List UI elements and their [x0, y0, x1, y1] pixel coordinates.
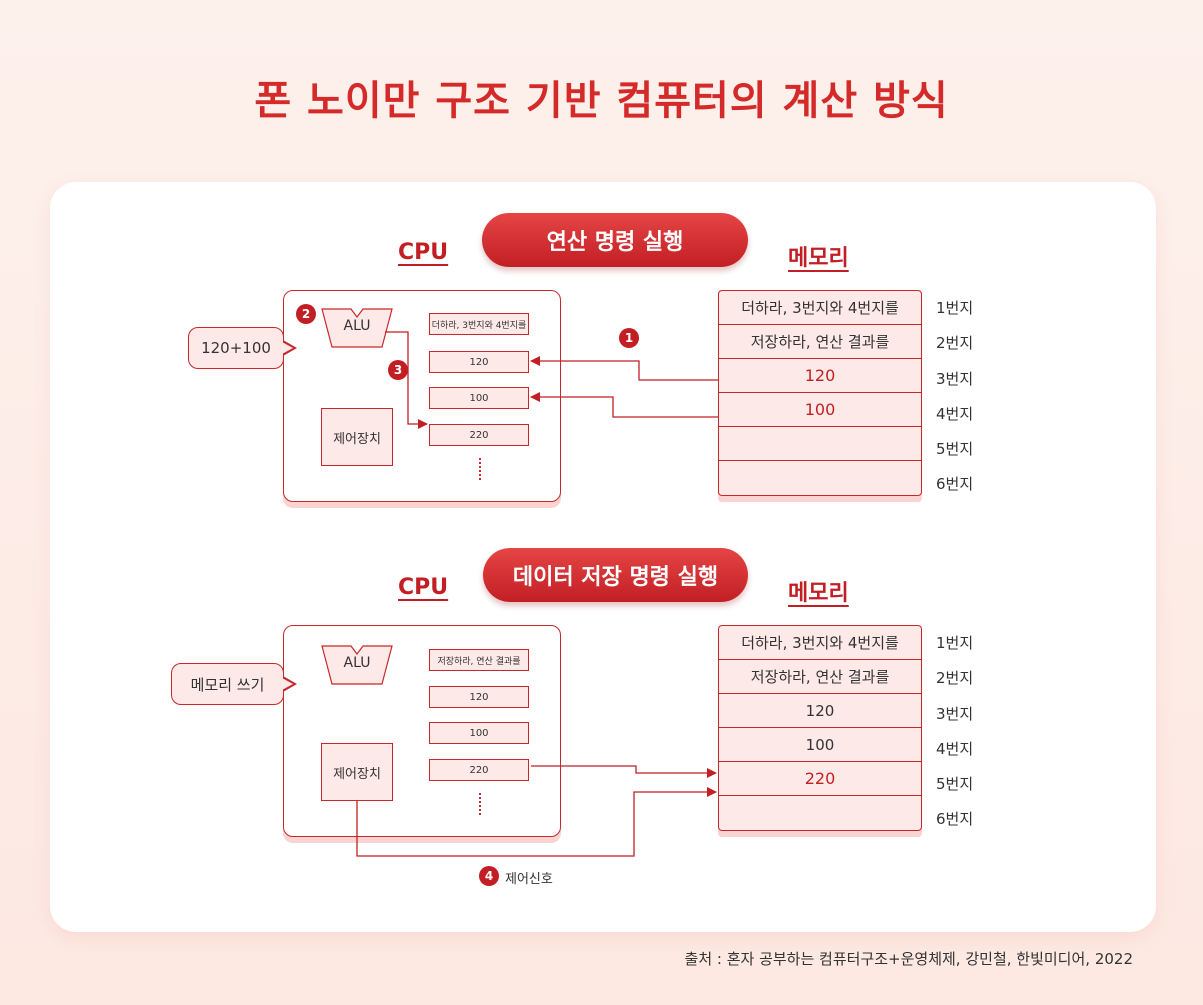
section2-register-instruction: 저장하라, 연산 결과를 — [429, 649, 529, 671]
section2-bubble-tail-inner — [282, 678, 293, 690]
section1-alu: ALU — [321, 308, 393, 348]
section1-memory-cell-6 — [719, 461, 921, 495]
section2-address-1: 1번지 — [936, 634, 974, 652]
section1-memory: 더하라, 3번지와 4번지를 저장하라, 연산 결과를 120 100 — [718, 290, 922, 496]
section1-bubble: 120+100 — [188, 327, 284, 369]
section1-alu-label: ALU — [343, 318, 371, 334]
alu-shape-icon — [321, 645, 393, 685]
section2-step-4-badge: 4 — [479, 866, 499, 886]
section1-address-3: 3번지 — [936, 370, 974, 388]
section1-register-instruction: 더하라, 3번지와 4번지를 — [429, 313, 529, 335]
section1-address-1: 1번지 — [936, 299, 974, 317]
section1-step-3-badge: 3 — [388, 360, 408, 380]
section2-memory-cell-4: 100 — [719, 728, 921, 762]
section1-memory-label: 메모리 — [788, 246, 849, 271]
section2-memory: 더하라, 3번지와 4번지를 저장하라, 연산 결과를 120 100 220 — [718, 625, 922, 831]
section2-address-5: 5번지 — [936, 775, 974, 793]
section2-register-1: 120 — [429, 686, 529, 708]
section1-control-unit: 제어장치 — [321, 408, 393, 466]
section2-control-unit: 제어장치 — [321, 743, 393, 801]
section1-register-1: 120 — [429, 351, 529, 373]
section1-address-4: 4번지 — [936, 405, 974, 423]
section1-bubble-tail-inner — [282, 342, 293, 354]
section1-register-2: 100 — [429, 387, 529, 409]
section1-memory-cell-1: 더하라, 3번지와 4번지를 — [719, 291, 921, 325]
section2-address-4: 4번지 — [936, 740, 974, 758]
section1-memory-cell-3: 120 — [719, 359, 921, 393]
section2-address-6: 6번지 — [936, 810, 974, 828]
section2-address-3: 3번지 — [936, 705, 974, 723]
section1-address-5: 5번지 — [936, 440, 974, 458]
section1-pill: 연산 명령 실행 — [482, 213, 748, 267]
alu-shape-icon — [321, 308, 393, 348]
section2-alu: ALU — [321, 645, 393, 685]
section1-address-2: 2번지 — [936, 334, 974, 352]
section2-memory-cell-2: 저장하라, 연산 결과를 — [719, 660, 921, 694]
section2-address-2: 2번지 — [936, 669, 974, 687]
section1-address-6: 6번지 — [936, 475, 974, 493]
section1-memory-cell-2: 저장하라, 연산 결과를 — [719, 325, 921, 359]
section2-bubble: 메모리 쓰기 — [171, 663, 284, 705]
section2-register-3: 220 — [429, 759, 529, 781]
section2-memory-label: 메모리 — [788, 581, 849, 606]
section2-pill: 데이터 저장 명령 실행 — [483, 548, 748, 602]
page-title: 폰 노이만 구조 기반 컴퓨터의 계산 방식 — [254, 78, 949, 124]
section1-register-ellipsis — [479, 458, 483, 480]
section2-alu-label: ALU — [343, 655, 371, 671]
section1-memory-cell-4: 100 — [719, 393, 921, 427]
section1-step-1-badge: 1 — [619, 328, 639, 348]
section2-memory-cell-3: 120 — [719, 694, 921, 728]
control-signal-label: 제어신호 — [505, 872, 553, 887]
section1-cpu-label: CPU — [398, 240, 449, 265]
section2-memory-cell-6 — [719, 796, 921, 830]
section1-memory-cell-5 — [719, 427, 921, 461]
section2-register-2: 100 — [429, 722, 529, 744]
source-citation: 출처 : 혼자 공부하는 컴퓨터구조+운영체제, 강민철, 한빛미디어, 202… — [684, 950, 1133, 968]
section2-memory-cell-1: 더하라, 3번지와 4번지를 — [719, 626, 921, 660]
section1-step-2-badge: 2 — [296, 304, 316, 324]
section2-cpu-label: CPU — [398, 575, 449, 600]
section2-memory-cell-5: 220 — [719, 762, 921, 796]
section1-register-3: 220 — [429, 424, 529, 446]
section2-register-ellipsis — [479, 793, 483, 815]
